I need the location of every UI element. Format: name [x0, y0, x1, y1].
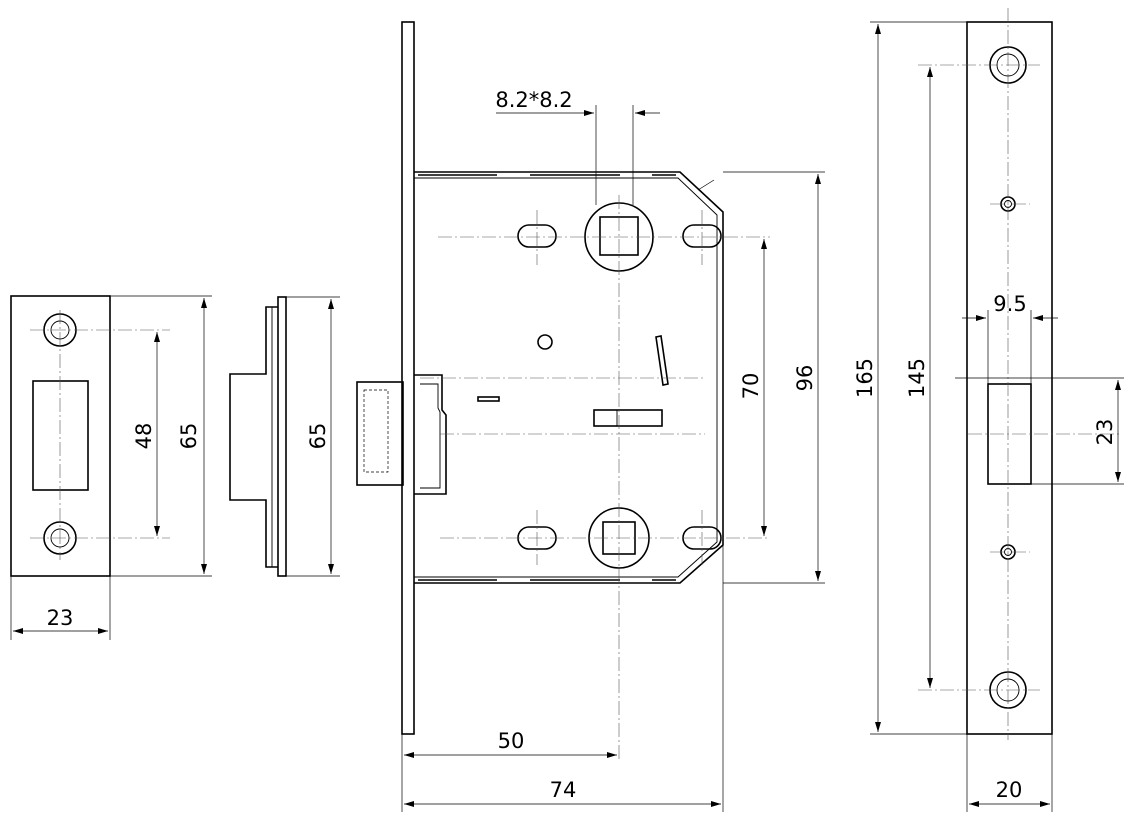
- slot-hole: [517, 224, 557, 248]
- dimension-label: 74: [550, 778, 577, 802]
- dimension-label: 23: [1093, 419, 1117, 446]
- pin-hole: [537, 334, 553, 350]
- dimension-label: 48: [132, 423, 156, 450]
- dimension-strike-width: 23: [13, 606, 108, 634]
- dimension-label: 20: [996, 778, 1023, 802]
- dimension-box-height: 65: [306, 299, 334, 574]
- dimension-strike-hole-spacing: 48: [132, 332, 160, 536]
- dimension-label: 145: [905, 358, 929, 398]
- dimension-backset: 50: [404, 729, 617, 758]
- dimension-strike-height: 65: [177, 298, 207, 574]
- dimension-case-height: 96: [793, 174, 821, 581]
- strike-plate: [10, 295, 212, 640]
- strike-opening: [32, 380, 89, 491]
- dimension-case-depth: 74: [404, 778, 721, 807]
- dimension-label: 70: [739, 373, 763, 400]
- dimension-label: 8.2*8.2: [495, 88, 572, 112]
- dimension-label: 165: [853, 358, 877, 398]
- dimension-label: 65: [177, 423, 201, 450]
- lock-body: [356, 21, 825, 812]
- dimension-latch-height: 23: [1093, 380, 1121, 482]
- faceplate: [870, 8, 1124, 812]
- faceplate-edge: [401, 21, 415, 735]
- dimension-spindle-size: 8.2*8.2: [495, 88, 660, 116]
- dimension-label: 23: [47, 606, 74, 630]
- dimension-label: 9.5: [993, 292, 1026, 316]
- dimension-label: 96: [793, 365, 817, 392]
- dimension-screw-spacing: 70: [739, 239, 767, 536]
- dimension-label: 50: [498, 729, 525, 753]
- dimension-faceplate-length: 165: [853, 24, 881, 732]
- slot-hole: [682, 224, 722, 248]
- strike-box-profile: [229, 296, 340, 577]
- dimension-faceplate-hole-spacing: 145: [905, 67, 933, 688]
- latch-bolt: [356, 374, 447, 495]
- dimension-faceplate-width: 20: [969, 778, 1050, 807]
- dimension-latch-width: 9.5: [962, 292, 1058, 321]
- dimension-label: 65: [306, 423, 330, 450]
